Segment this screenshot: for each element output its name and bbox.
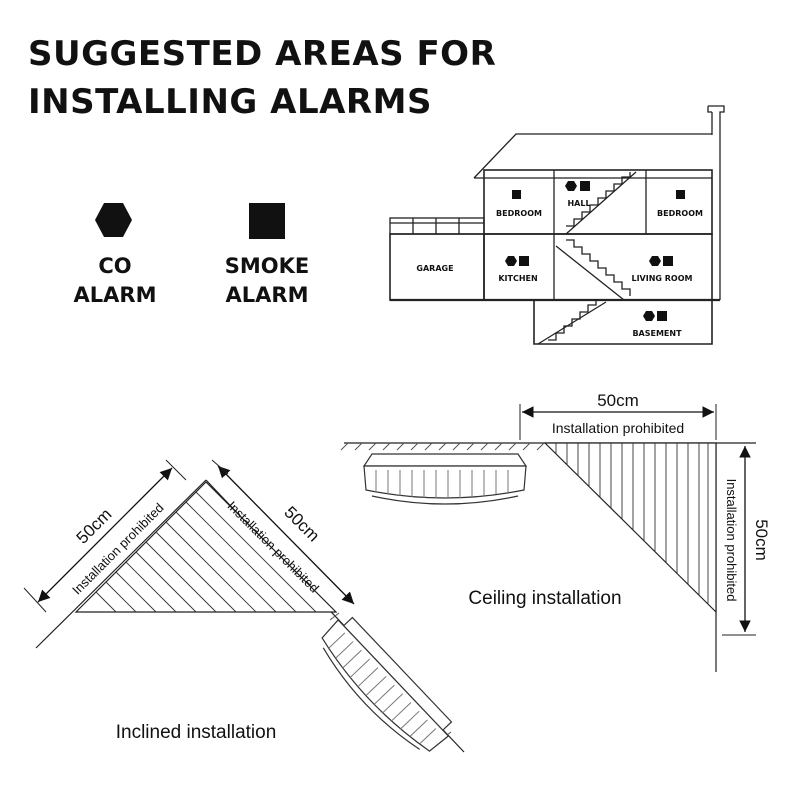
ceiling-installation-caption: Ceiling installation — [468, 588, 621, 609]
smoke-marker-basement — [657, 311, 667, 321]
co-marker-kitchen — [505, 256, 517, 266]
ceiling-width-note: Installation prohibited — [552, 420, 684, 436]
smoke-alarm-label: SMOKE ALARM — [224, 254, 310, 307]
co-marker-living-room — [649, 256, 661, 266]
ceiling-height-label: 50cm — [752, 519, 771, 561]
page-title: SUGGESTED AREAS FOR INSTALLING ALARMS — [28, 34, 497, 122]
inclined-left-label: 50cm — [73, 505, 116, 548]
room-label-hall: HALL — [567, 199, 590, 208]
inclined-installation: 50cm Installation prohibited 50cm Instal… — [23, 459, 465, 753]
inclined-detector-icon — [321, 616, 453, 752]
ceiling-detector-icon — [362, 453, 528, 505]
co-alarm-label: CO ALARM — [73, 254, 157, 307]
co-marker-basement — [643, 311, 655, 321]
smoke-alarm-square-icon — [249, 203, 285, 239]
room-label-kitchen: KITCHEN — [498, 274, 537, 283]
ceiling-height-note: Installation prohibited — [724, 479, 739, 602]
inclined-right-label: 50cm — [280, 503, 323, 546]
ceiling-installation: 50cm Installation prohibited 50cm Instal… — [340, 391, 771, 672]
smoke-marker-hall — [580, 181, 590, 191]
room-label-bedroom-left: BEDROOM — [496, 209, 542, 218]
ceiling-width-label: 50cm — [597, 391, 639, 410]
room-label-garage: GARAGE — [416, 264, 453, 273]
house-diagram — [389, 105, 725, 345]
smoke-marker-bedroom-right — [676, 190, 685, 199]
room-label-basement: BASEMENT — [632, 329, 682, 338]
co-marker-hall — [565, 181, 577, 191]
smoke-marker-kitchen — [519, 256, 529, 266]
co-alarm-hexagon-icon — [95, 203, 132, 237]
room-alarm-markers — [505, 181, 685, 321]
smoke-marker-living-room — [663, 256, 673, 266]
room-label-living-room: LIVING ROOM — [631, 274, 692, 283]
smoke-marker-bedroom-left — [512, 190, 521, 199]
inclined-installation-caption: Inclined installation — [116, 722, 277, 743]
room-label-bedroom-right: BEDROOM — [657, 209, 703, 218]
